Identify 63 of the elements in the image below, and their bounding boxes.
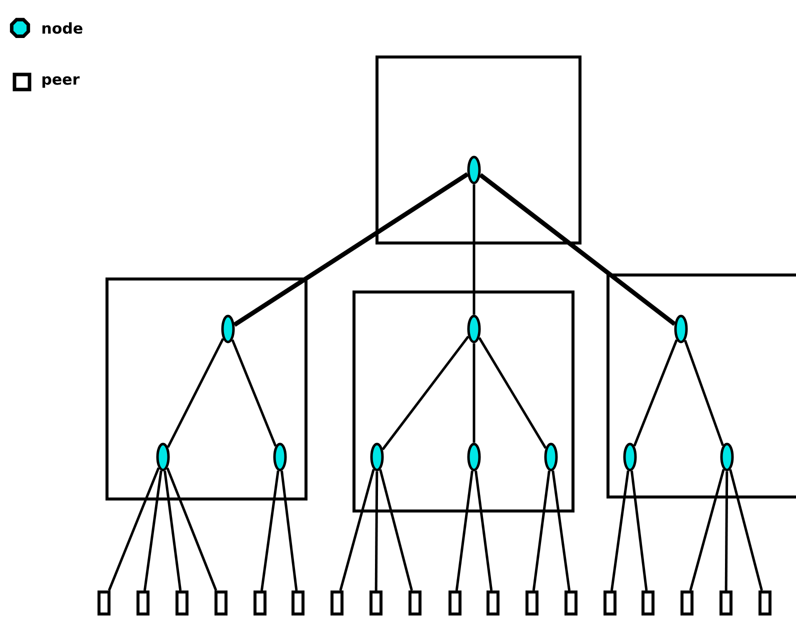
connector-line <box>478 173 676 326</box>
node-symbol <box>720 442 734 472</box>
group-box <box>352 290 574 512</box>
connector-line <box>630 470 648 591</box>
connector-line <box>382 336 470 450</box>
peer-box <box>408 590 422 616</box>
connector-line <box>233 172 469 327</box>
connector-line <box>455 470 474 591</box>
connector-line <box>166 338 224 448</box>
peer-box <box>98 590 110 616</box>
peer-box <box>604 590 616 616</box>
node-symbol <box>156 442 170 472</box>
connector-line <box>260 470 280 591</box>
connector-line <box>166 467 218 591</box>
legend-label: peer <box>42 76 80 88</box>
connector-line <box>552 470 571 591</box>
node-symbol <box>467 442 481 472</box>
connector-line <box>231 339 277 447</box>
peer-box <box>526 590 538 616</box>
connector-line <box>474 470 493 591</box>
connector-line <box>689 469 725 591</box>
connector-line <box>532 470 550 591</box>
peer-box <box>370 590 382 616</box>
peer-box <box>330 590 344 616</box>
node-symbol <box>221 314 235 344</box>
connector-line <box>374 471 378 590</box>
connector-line <box>684 340 724 446</box>
peer-box <box>720 590 732 616</box>
peer-box <box>642 590 654 616</box>
legend-label: node <box>42 22 82 34</box>
connector-line <box>379 469 413 591</box>
connector-line <box>724 471 728 590</box>
peer-box <box>254 590 266 616</box>
connector-line <box>280 470 298 591</box>
node-symbol <box>273 442 287 472</box>
connector-line <box>472 184 476 315</box>
peer-box <box>564 590 578 616</box>
node-symbol <box>370 442 384 472</box>
connector-line <box>472 343 476 443</box>
node-symbol <box>467 156 481 184</box>
peer-box <box>448 590 462 616</box>
node-symbol <box>674 314 688 344</box>
connector-line <box>610 470 630 591</box>
connector-line <box>108 467 160 591</box>
connector-line <box>478 337 547 449</box>
peer-box <box>680 590 694 616</box>
node-symbol <box>467 314 481 344</box>
connector-line <box>164 470 182 591</box>
peer-box <box>758 590 772 616</box>
connector-line <box>633 339 678 447</box>
group-box <box>376 56 582 244</box>
peer-box <box>136 590 150 616</box>
peer-box <box>214 590 228 616</box>
peer-box <box>176 590 188 616</box>
peer-box <box>486 590 500 616</box>
group-box <box>106 278 308 500</box>
peer-box <box>292 590 304 616</box>
connector-line <box>143 470 162 591</box>
connector-line <box>339 469 375 591</box>
node-symbol <box>544 442 558 472</box>
group-box <box>606 274 796 498</box>
connector-line <box>729 469 763 591</box>
node-symbol <box>623 442 637 472</box>
